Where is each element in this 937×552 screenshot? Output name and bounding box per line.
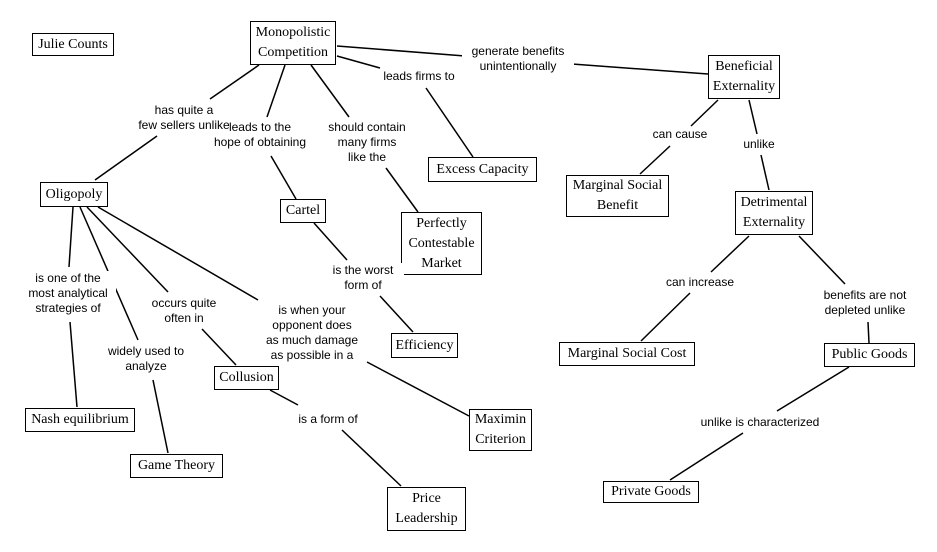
edge-line bbox=[152, 379, 169, 454]
concept-game-theory[interactable]: Game Theory bbox=[130, 454, 223, 478]
edge-line bbox=[86, 206, 169, 293]
concept-marginal-social-cost[interactable]: Marginal Social Cost bbox=[559, 342, 695, 366]
concept-nash-equilibrium[interactable]: Nash equilibrium bbox=[25, 408, 135, 432]
link-label: leads to the hope of obtaining bbox=[213, 120, 307, 149]
edge-line bbox=[97, 206, 259, 301]
edge-line bbox=[760, 154, 770, 191]
edge-line bbox=[710, 235, 750, 273]
concept-perfectly-contestable-market[interactable]: Perfectly Contestable Market bbox=[401, 212, 482, 275]
edge-line bbox=[209, 64, 260, 100]
link-label: unlike is characterized bbox=[695, 415, 825, 430]
edge-line bbox=[867, 321, 870, 344]
edge-line bbox=[336, 45, 466, 57]
link-label: is one of the most analytical strategies… bbox=[20, 271, 116, 316]
concept-excess-capacity[interactable]: Excess Capacity bbox=[428, 157, 537, 182]
edge-line bbox=[366, 361, 470, 417]
edge-line bbox=[379, 295, 414, 333]
concept-maximin-criterion[interactable]: Maximin Criterion bbox=[469, 409, 532, 451]
link-label: is the worst form of bbox=[322, 263, 404, 293]
link-label: should contain many firms like the bbox=[322, 120, 412, 165]
edge-line bbox=[94, 135, 158, 181]
link-label: leads firms to bbox=[374, 69, 464, 84]
edge-line bbox=[266, 64, 286, 118]
edge-line bbox=[313, 222, 348, 261]
edge-line bbox=[310, 64, 350, 118]
edge-line bbox=[748, 99, 758, 135]
edge-line bbox=[270, 155, 297, 200]
concept-price-leadership[interactable]: Price Leadership bbox=[387, 487, 466, 531]
concept-monopolistic-competition[interactable]: Monopolistic Competition bbox=[250, 21, 336, 65]
edge-line bbox=[640, 292, 691, 342]
edge-line bbox=[269, 389, 299, 406]
edge-line bbox=[341, 429, 402, 487]
link-label: generate benefits unintentionally bbox=[462, 44, 574, 74]
edge-line bbox=[639, 145, 671, 175]
edge-line bbox=[201, 328, 237, 366]
edge-line bbox=[571, 63, 709, 75]
link-label: benefits are not depleted unlike bbox=[815, 288, 915, 318]
edge-line bbox=[690, 99, 719, 127]
link-label: is a form of bbox=[290, 412, 366, 427]
author-label: Julie Counts bbox=[32, 33, 114, 56]
edge-line bbox=[68, 206, 74, 268]
concept-private-goods[interactable]: Private Goods bbox=[603, 481, 699, 503]
edge-line bbox=[69, 321, 78, 408]
link-label: can increase bbox=[660, 275, 740, 290]
edge-line bbox=[425, 87, 474, 158]
concept-oligopoly[interactable]: Oligopoly bbox=[40, 182, 108, 207]
link-label: occurs quite often in bbox=[145, 296, 223, 326]
concept-marginal-social-benefit[interactable]: Marginal Social Benefit bbox=[566, 175, 669, 217]
concept-cartel[interactable]: Cartel bbox=[280, 199, 326, 223]
link-label: can cause bbox=[645, 127, 715, 142]
edge-line bbox=[798, 235, 846, 285]
edge-line bbox=[385, 167, 419, 213]
concept-beneficial-externality[interactable]: Beneficial Externality bbox=[708, 55, 780, 99]
edge-line bbox=[669, 432, 744, 481]
link-label: widely used to analyze bbox=[102, 344, 190, 374]
edge-line bbox=[336, 55, 381, 69]
concept-collusion[interactable]: Collusion bbox=[214, 366, 279, 390]
link-label: is when your opponent does as much damag… bbox=[260, 303, 364, 363]
concept-public-goods[interactable]: Public Goods bbox=[824, 343, 915, 367]
edge-line bbox=[776, 366, 850, 412]
concept-detrimental-externality[interactable]: Detrimental Externality bbox=[735, 191, 813, 235]
concept-efficiency[interactable]: Efficiency bbox=[391, 333, 458, 358]
link-label: unlike bbox=[737, 137, 781, 152]
link-label: has quite a few sellers unlike bbox=[132, 103, 236, 133]
